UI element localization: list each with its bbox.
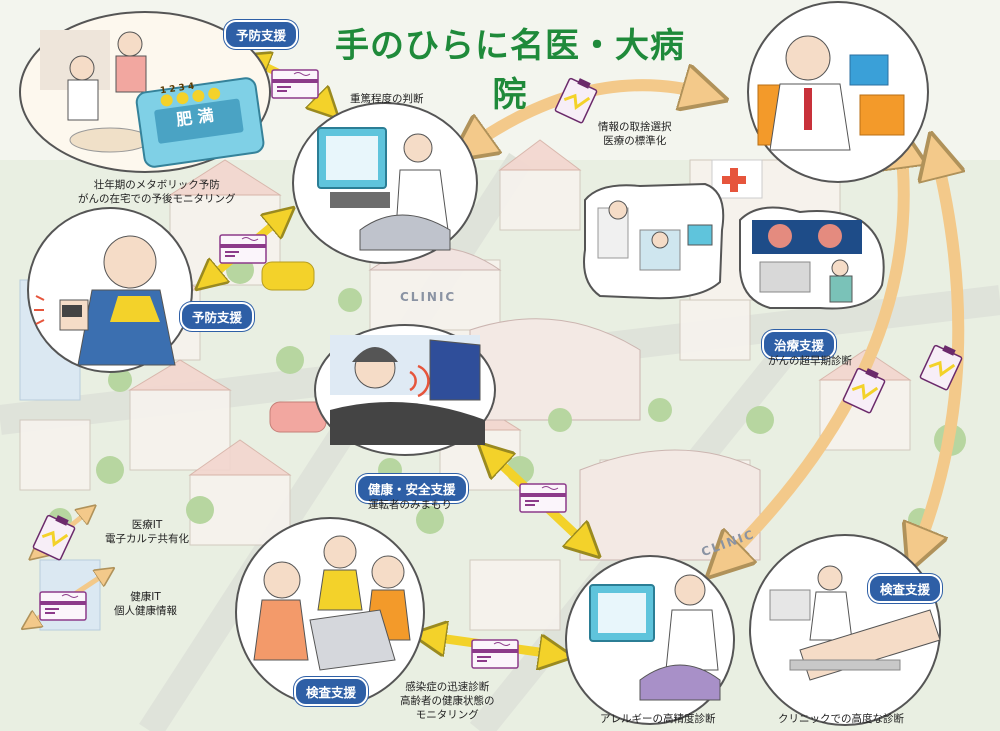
badge-prevention-mid: 予防支援 [180,302,255,331]
caption-infection: 感染症の迅速診断 高齢者の健康状態の モニタリング [400,680,495,722]
caption-allergy: アレルギーの高精度診断 [600,713,716,725]
caption-driver: 運転者のみまもり [368,499,452,511]
caption-infection-line3: モニタリング [415,709,479,721]
caption-infection-line2: 高齢者の健康状態の [400,695,495,707]
caption-infection-line1: 感染症の迅速診断 [405,681,490,693]
badge-exam-left: 検査支援 [294,677,369,706]
caption-health-it-line1: 健康IT [130,591,161,603]
caption-metabolic-line2: がんの在宅での予後モニタリング [78,193,236,205]
badge-treatment: 治療支援 [762,330,837,359]
badge-health-safety: 健康・安全支援 [356,474,468,503]
caption-info-line2: 医療の標準化 [603,135,667,147]
caption-medical-it-line1: 医療IT [131,519,163,531]
badge-exam-right: 検査支援 [868,574,943,603]
caption-health-it-line2: 個人健康情報 [114,605,177,617]
caption-clinic-diagnosis: クリニックでの高度な診断 [778,713,904,725]
caption-medical-it: 医療IT 電子カルテ共有化 [105,518,189,546]
caption-metabolic: 壮年期のメタボリック予防 がんの在宅での予後モニタリング [78,178,236,206]
badge-prevention-top: 予防支援 [224,20,299,49]
caption-severity: 重篤程度の判断 [350,93,424,105]
caption-info: 情報の取捨選択 医療の標準化 [598,120,672,148]
caption-info-line1: 情報の取捨選択 [598,121,672,133]
caption-cancer-early: がんの超早期診断 [768,355,852,367]
caption-medical-it-line2: 電子カルテ共有化 [105,533,189,545]
page-title: 手のひらに名医・大病院 [335,26,685,115]
caption-metabolic-line1: 壮年期のメタボリック予防 [93,179,220,191]
clinic-sign-1: CLINIC [400,290,457,304]
caption-health-it: 健康IT 個人健康情報 [114,590,177,618]
